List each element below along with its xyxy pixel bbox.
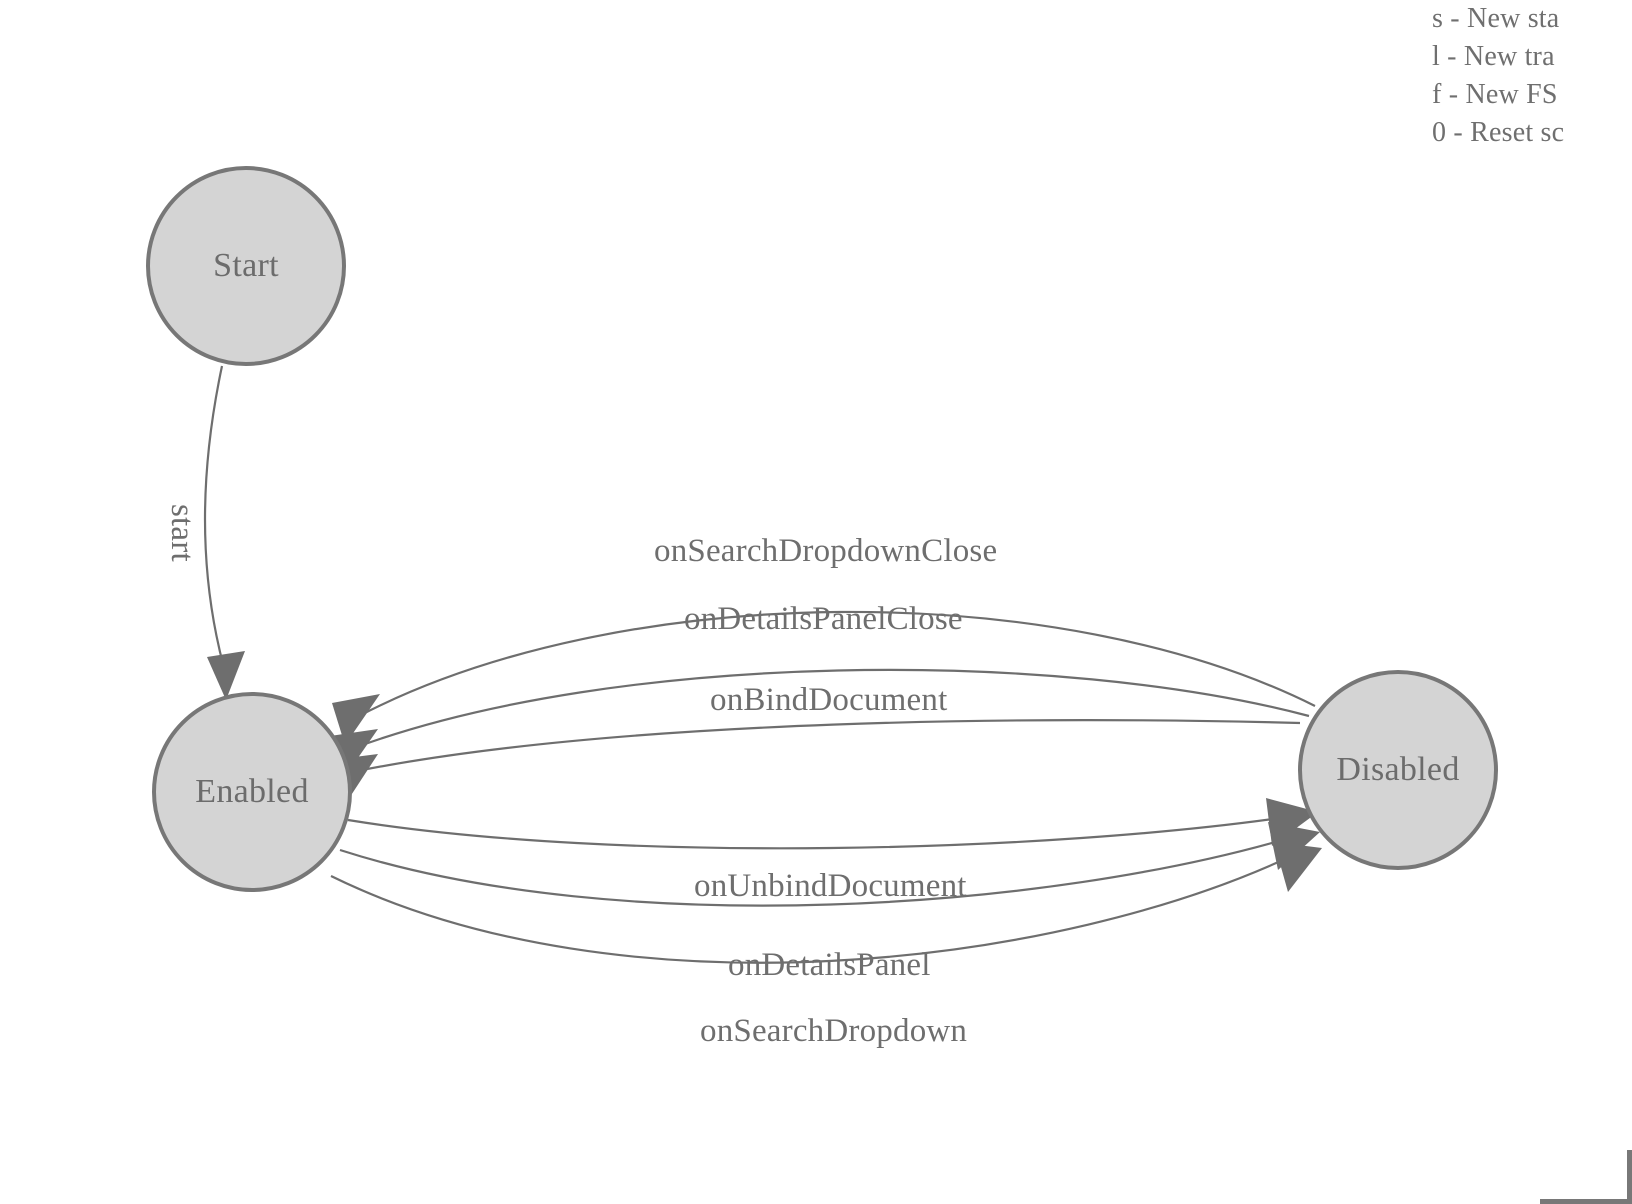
arrowhead-searchdropdownclose [332,694,380,745]
edge-enabled-to-disabled-unbinddocument [347,814,1295,850]
state-node-enabled[interactable]: Enabled [152,692,352,892]
edge-label-on-search-dropdown-close: onSearchDropdownClose [654,533,998,569]
arrowhead-start-to-enabled [207,651,245,700]
edge-disabled-to-enabled-detailspanelclose [353,668,1310,750]
edge-enabled-to-disabled-detailspanel [339,834,1297,907]
edge-disabled-to-enabled-binddocument [351,719,1301,774]
state-node-start[interactable]: Start [146,166,346,366]
edge-disabled-to-enabled-searchdropdownclose [358,610,1316,717]
edge-enabled-to-disabled-searchdropdown [330,851,1301,964]
state-node-disabled[interactable]: Disabled [1298,670,1498,870]
help-line-reset: 0 - Reset sc [1432,117,1565,148]
state-label-disabled: Disabled [1336,751,1460,788]
edge-label-on-bind-document: onBindDocument [710,682,948,718]
edge-label-on-details-panel-close: onDetailsPanelClose [684,601,963,637]
help-line-new-transition: l - New tra [1432,41,1555,72]
state-label-enabled: Enabled [195,773,309,810]
edge-label-on-details-panel: onDetailsPanel [728,947,931,983]
edge-start-to-enabled [203,365,226,669]
panel-edge-vertical [1627,1150,1632,1204]
edge-label-on-unbind-document: onUnbindDocument [694,868,967,904]
edge-label-on-search-dropdown: onSearchDropdown [700,1013,968,1049]
panel-edge-horizontal [1540,1199,1632,1204]
state-label-start: Start [213,247,279,284]
help-line-new-state: s - New sta [1432,3,1560,34]
help-legend: s - New sta l - New tra f - New FS 0 - R… [1432,0,1632,152]
arrowhead-searchdropdown [1274,842,1322,892]
edge-label-start: start [164,504,200,562]
help-line-new-fsm: f - New FS [1432,79,1558,110]
